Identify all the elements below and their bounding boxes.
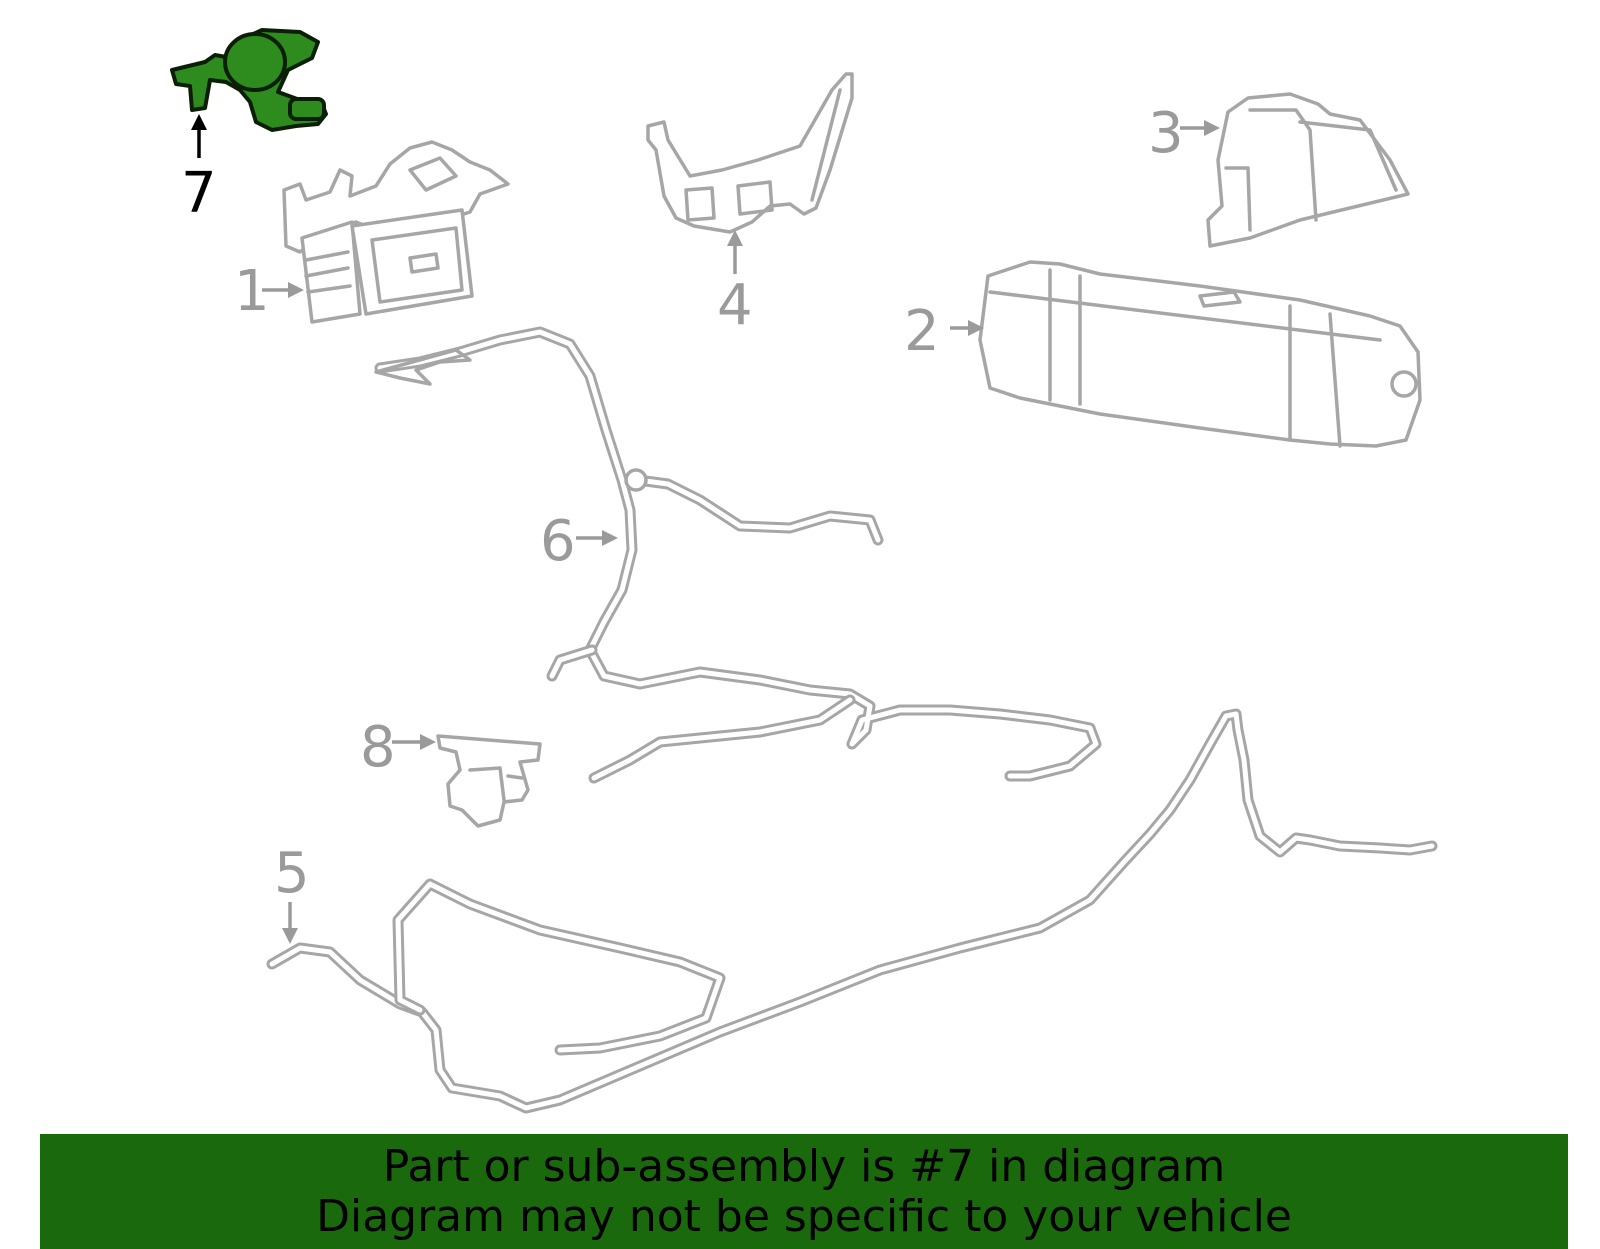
callout-1-arrow — [262, 282, 304, 298]
callout-6-arrow — [576, 530, 618, 546]
callout-1: 1 — [234, 259, 270, 324]
part-7-valve[interactable] — [170, 28, 328, 132]
callout-6: 6 — [540, 509, 576, 574]
part-2-canister[interactable] — [978, 260, 1422, 448]
callout-2-arrow — [950, 320, 984, 336]
callout-8: 8 — [360, 715, 396, 780]
part-6-hose-assembly[interactable] — [374, 326, 1102, 784]
callout-8-arrow — [392, 734, 436, 750]
callout-3: 3 — [1148, 101, 1184, 166]
part-3-shield[interactable] — [1206, 92, 1410, 248]
callout-7-arrow — [191, 114, 207, 158]
callout-5: 5 — [274, 841, 310, 906]
part-8-bracket[interactable] — [436, 734, 542, 828]
banner-line-1: Part or sub-assembly is #7 in diagram — [382, 1141, 1226, 1192]
info-banner: Part or sub-assembly is #7 in diagram Di… — [40, 1134, 1568, 1249]
part-4-bracket[interactable] — [646, 72, 854, 234]
banner-line-2: Diagram may not be specific to your vehi… — [316, 1191, 1292, 1242]
part-1-module[interactable] — [282, 140, 510, 324]
callout-4-arrow — [727, 230, 743, 274]
callout-2: 2 — [904, 299, 940, 364]
callout-3-arrow — [1180, 120, 1220, 136]
callout-4: 4 — [717, 273, 753, 338]
callout-7: 7 — [181, 161, 217, 226]
callout-5-arrow — [282, 902, 298, 944]
part-5-tube[interactable] — [266, 708, 1438, 1114]
